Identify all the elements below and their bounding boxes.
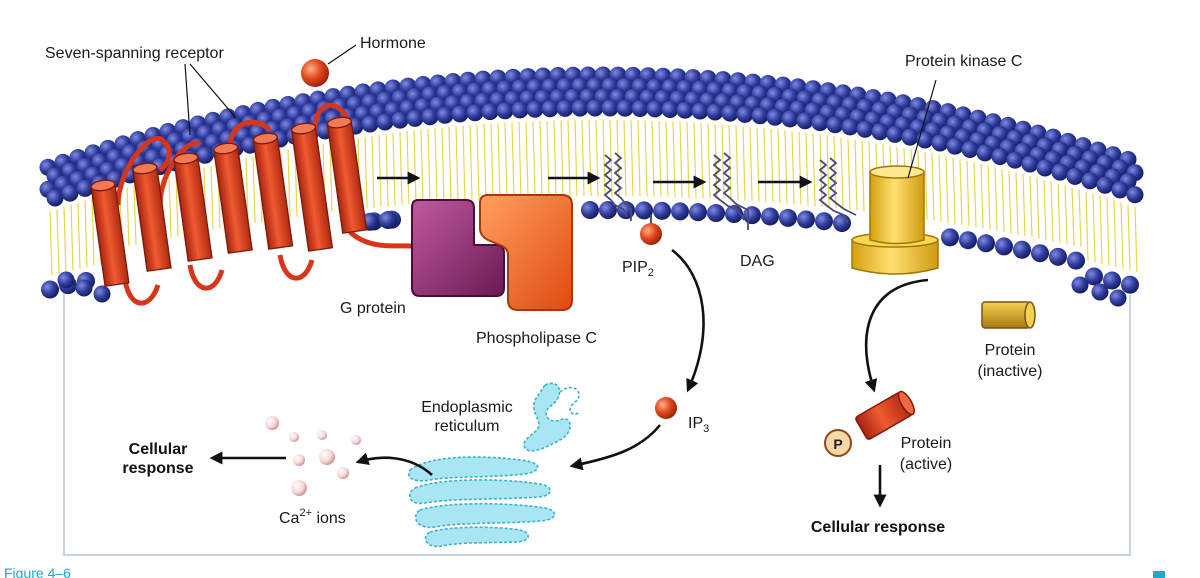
ip3-to-er-arrow (569, 424, 662, 471)
ip3-ball (655, 397, 677, 419)
hormone-ball (301, 59, 329, 87)
figure-caption: Figure 4–6 (4, 565, 71, 578)
label-pip2: PIP2 (622, 259, 654, 279)
label-protein-inactive-1: Protein (985, 342, 1036, 359)
label-g-protein: G protein (340, 300, 406, 317)
svg-text:P: P (833, 436, 842, 452)
label-cellular-response-right: Cellular response (811, 519, 945, 536)
protein-kinase-c (851, 165, 939, 275)
hormone-pointer (327, 44, 357, 65)
calcium-ions (265, 416, 361, 496)
cell-outline (63, 290, 1131, 556)
label-dag: DAG (740, 253, 775, 270)
pkc-to-active-arrow (864, 278, 929, 393)
label-phospholipase-c: Phospholipase C (476, 330, 597, 347)
label-ca-ions: Ca2+ ions (279, 507, 346, 527)
g-protein (411, 199, 505, 297)
pip2-to-ip3-arrow (671, 248, 705, 393)
label-cellular-response-left-2: response (122, 460, 193, 477)
phosphate-icon: P (824, 429, 852, 457)
label-er-2: reticulum (435, 418, 500, 435)
corner-mark (1153, 571, 1165, 578)
label-protein-inactive-2: (inactive) (978, 363, 1043, 380)
receptor-pointers (184, 63, 237, 136)
phospholipase-c (479, 194, 573, 311)
label-protein-active-1: Protein (901, 435, 952, 452)
label-protein-active-2: (active) (900, 456, 952, 473)
plasma-membrane (39, 66, 1144, 307)
dag-lipid (712, 152, 749, 230)
er-to-ca-arrow (355, 452, 433, 476)
label-er-1: Endoplasmic (421, 399, 513, 416)
pkc-pointer (907, 79, 937, 179)
dag-lipid-pkc (818, 157, 857, 224)
endoplasmic-reticulum (408, 382, 581, 548)
label-ip3: IP3 (688, 415, 709, 435)
receptor-helices (90, 116, 368, 287)
label-pkc: Protein kinase C (905, 53, 1022, 70)
label-hormone: Hormone (360, 35, 426, 52)
protein-inactive (981, 301, 1036, 329)
protein-active (855, 390, 915, 440)
label-cellular-response-left-1: Cellular (129, 441, 188, 458)
pip2-head (640, 223, 662, 245)
membrane-arrows (377, 171, 813, 189)
label-receptor: Seven-spanning receptor (45, 45, 224, 62)
